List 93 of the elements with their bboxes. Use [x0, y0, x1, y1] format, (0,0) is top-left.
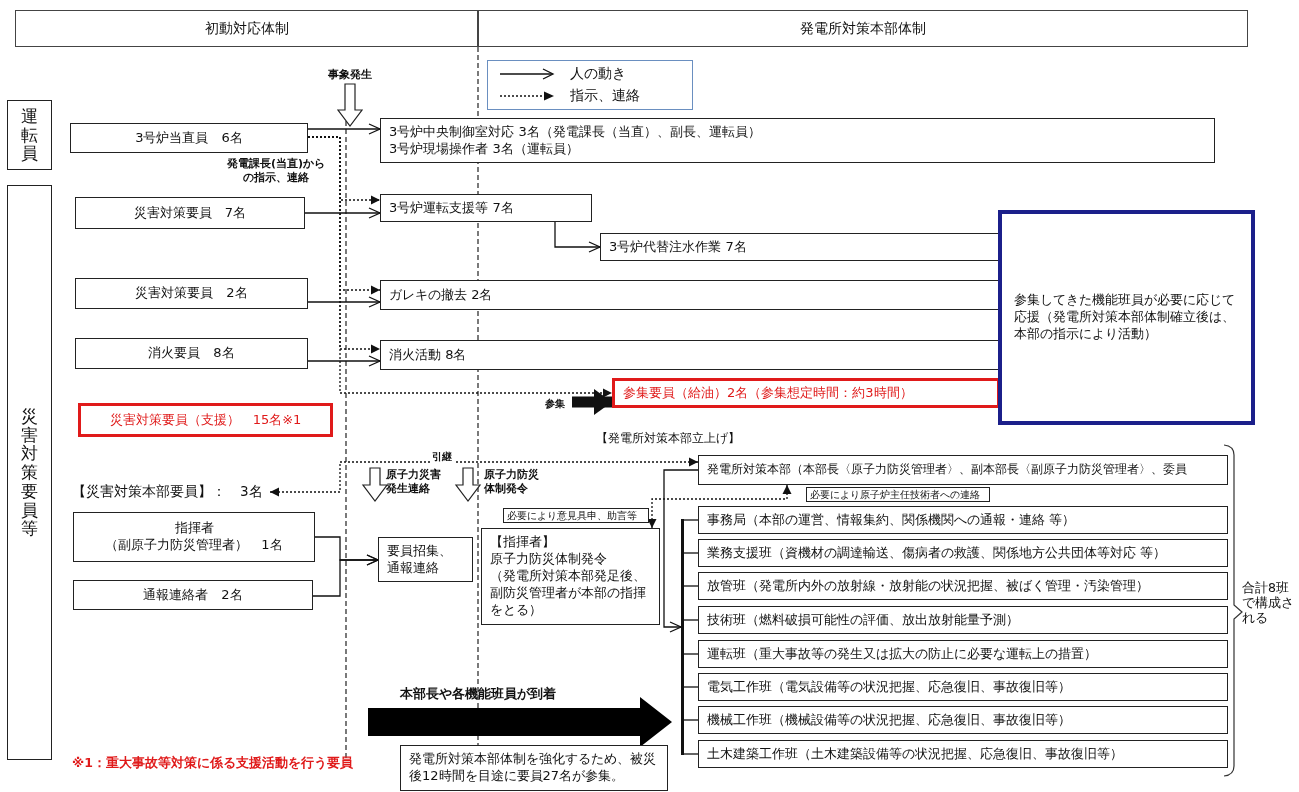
note-box: [998, 210, 1255, 425]
process-box: [75, 338, 308, 369]
process-box: [698, 706, 1228, 734]
node-text: 発電所対策本部（本部長〈原子力防災管理者〉、副本部長〈副原子力防災管理者〉、委員: [707, 462, 1187, 478]
note-text: 本部長や各機能班員が到着: [400, 686, 556, 702]
arrow: [307, 123, 381, 135]
process-box: [698, 539, 1228, 567]
process-box: [380, 194, 592, 222]
process-box: [73, 580, 313, 610]
section-heading: 【発電所対策本部立上げ】: [596, 431, 740, 446]
process-box: [380, 280, 1000, 310]
node-text: 【指揮者】: [490, 534, 555, 552]
process-box: [380, 118, 1215, 163]
legend-text: 指示、連絡: [570, 87, 640, 105]
node-text: 発電所対策本部体制を強化するため、被災後12時間を目途に要員27名が参集。: [409, 751, 657, 785]
process-box: [380, 340, 1000, 370]
process-box: [70, 123, 308, 153]
node-text: 原子力防災体制発令: [490, 551, 607, 569]
section-header: [15, 10, 478, 47]
category-box: [7, 185, 52, 760]
process-box: [481, 528, 660, 625]
note-tag: [503, 508, 649, 523]
node-text: 運転員: [21, 106, 38, 164]
node-text: 災害対策要員（支援） 15名※1: [109, 411, 302, 429]
process-box: [698, 673, 1228, 701]
process-box: [75, 197, 305, 229]
process-box: [698, 506, 1228, 534]
process-box: [698, 640, 1228, 668]
process-box: [600, 233, 1000, 261]
note-text: 発電課長(当直)からの指示、連絡: [225, 157, 327, 185]
node-text: 【災害対策本部要員】： 3名: [72, 483, 264, 501]
node-text: 災害対策要員 7名: [133, 204, 247, 222]
section-header: [478, 10, 1248, 47]
node-text: 指揮者: [174, 520, 214, 537]
node-text: 通報連絡者 2名: [143, 586, 243, 604]
node-text: 運転班（重大事故等の発生又は拡大の防止に必要な運転上の措置）: [707, 645, 1097, 663]
node-text: 3号炉運転支援等 7名: [389, 199, 514, 217]
node-text: 3号炉中央制御室対応 3名（発電課長（当直）、副長、運転員）: [389, 123, 761, 141]
arrow: [307, 296, 381, 308]
highlight-box: [78, 403, 333, 437]
process-box: [75, 278, 308, 309]
node-text: ガレキの撤去 2名: [389, 286, 493, 304]
node-text: 参集してきた機能班員が必要に応じて応援（発電所対策本部体制確立後は、本部の指示により活動）: [1014, 292, 1236, 343]
note-text: 原子力防災体制発令: [484, 468, 540, 496]
process-box: [698, 606, 1228, 634]
node-text: （副原子力防災管理者） 1名: [105, 537, 283, 554]
note-box: [400, 745, 668, 791]
bus-bar: [681, 519, 684, 755]
node-text: 災害対策要員 2名: [135, 285, 248, 302]
note-tag: [806, 487, 990, 502]
highlight-box: [612, 378, 1000, 408]
node-text: 発電所対策本部体制: [800, 19, 926, 38]
node-text: 3号炉代替注水作業 7名: [609, 238, 747, 256]
node-text: 技術班（燃料破損可能性の評価、放出放射能量予測）: [707, 611, 1019, 629]
node-text: 機械工作班（機械設備等の状況把握、応急復旧、事故復旧等）: [707, 711, 1071, 729]
node-text: 要員招集、通報連絡: [387, 542, 453, 577]
arrow: [307, 355, 381, 367]
note-text: 原子力災害発生連絡: [386, 468, 442, 496]
footnote: ※1：重大事故等対策に係る支援活動を行う要員: [72, 755, 353, 771]
node-text: 事象発生: [328, 67, 372, 83]
node-text: 初動対応体制: [204, 19, 289, 38]
arrow: [269, 457, 699, 497]
note-text: 合計8班で構成される: [1242, 580, 1295, 625]
process-box: [698, 740, 1228, 768]
arrow: [554, 221, 601, 253]
process-box: [698, 572, 1228, 600]
node-text: 消火要員 8名: [148, 345, 235, 362]
arrow: [647, 484, 792, 529]
node-text: 消火活動 8名: [389, 346, 467, 364]
node-text: 災害対策要員等: [21, 407, 38, 538]
process-box: [698, 455, 1228, 485]
edge-label: 引継: [430, 450, 454, 464]
node-text: 放管班（発電所内外の放射線・放射能の状況把握、被ばく管理・汚染管理）: [707, 577, 1149, 595]
node-text: 必要により意見具申、助言等: [507, 510, 638, 521]
node-text: 参集要員（給油）2名（参集想定時間：約3時間）: [623, 384, 913, 402]
node-text: 電気工作班（電気設備等の状況把握、応急復旧、事故復旧等）: [707, 678, 1071, 696]
block-arrow: [572, 389, 612, 415]
node-text: （発電所対策本部発足後、副防災管理者が本部の指揮をとる）: [490, 568, 647, 619]
arrow: [663, 469, 699, 633]
process-box: [73, 512, 315, 562]
process-box: [378, 537, 473, 582]
legend-text: 人の動き: [570, 65, 626, 83]
node-text: 事務局（本部の運営、情報集約、関係機関への通報・連絡 等）: [707, 511, 1075, 529]
node-text: 3号炉当直員 6名: [135, 129, 243, 147]
node-text: 業務支援班（資機材の調達輸送、傷病者の救護、関係地方公共団体等対応 等）: [707, 544, 1166, 562]
category-box: [7, 100, 52, 170]
block-arrow: [336, 83, 364, 127]
edge-label: 参集: [543, 397, 567, 411]
node-text: 土木建築工作班（土木建築設備等の状況把握、応急復旧、事故復旧等）: [707, 745, 1123, 763]
node-text: 3号炉現場操作者 3名（運転員）: [389, 140, 579, 158]
arrow: [312, 554, 379, 597]
node-text: 必要により原子炉主任技術者への連絡: [810, 489, 981, 500]
arrow: [304, 207, 381, 219]
